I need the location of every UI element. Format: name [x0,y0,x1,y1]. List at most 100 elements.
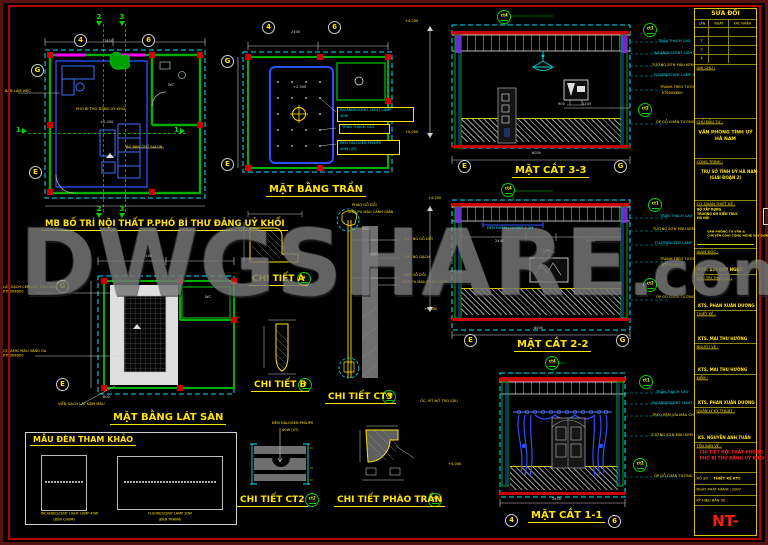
s33-wainscot-hatch [461,118,621,142]
s33-grid-G: G [614,160,627,173]
grid-bubble-6: 6 [142,34,155,47]
grid-bubble-E: E [29,166,42,179]
ct2-lamp-label-1: ĐÈN HALOGEN PHILIPS [272,421,314,426]
institute-logo: ✦ [763,208,768,225]
revision-columns: LẦN NGÀY XÁC NHẬN [695,19,756,27]
lamp-image-1-caption-line [45,481,83,483]
s33-elev-bottom: +0.000 [405,130,419,135]
role-director: GIÁM ĐỐC : KTS. BÙI QUÝ NGỌC [695,249,756,275]
lamp-caption-2: FLUORESCENT LAMP 20W (ĐÈN TRANH) [148,512,192,523]
revision-row-3: 3 [695,45,756,54]
s33-callout-5: TRANH TREO TƯỜNG [660,85,699,90]
revision-row-4: 4 [695,54,756,63]
s22-callout-1: TRẦN THẠCH CAO [660,214,693,219]
sheet-code-label-section: KÝ HIỆU BẢN VẼ : [695,496,756,506]
s22-dim-2440a: 2440 [495,239,505,244]
s22-lamp-label: ĐÈN HUỲNH QUANG 1.2M [487,226,534,231]
ct3-side-label-2: TƯỜNG GẠCH [404,255,430,260]
detail-a-linework [243,211,303,263]
lamp-box-title: MẪU ĐÈN THAM KHẢO [30,435,137,446]
director-label: GIÁM ĐỐC : [696,249,719,255]
role-tech-manager: QUẢN LÝ KỸ THUẬT : KS. NGUYỄN ANH TUẤN [695,408,756,443]
s22-detail-bubble-ct1: ct1 [648,198,662,212]
detail-ct2-title: CHI TIẾT CT2 [237,495,308,507]
floor-wc-label: WC [205,295,212,300]
ceiling-grid-E: E [221,158,234,171]
design-org-label: CƠ QUAN THIẾT KẾ : [696,201,736,207]
dossier-label: HỒ SƠ : THIẾT KẾ KTC [696,476,741,481]
detail-ct3-bubble: ct3 [382,390,396,404]
s22-detail-bubble-ct2: ct2 [643,278,657,292]
s11-linework [499,362,673,507]
role-lead-designer: CHỦ TRÌ THIẾT KẾ : KTS. PHAN XUÂN DƯƠNG [695,275,756,311]
detail-b-bubble: b [298,378,312,392]
s33-grid-E: E [458,160,471,173]
detail-phao-title: CHI TIẾT PHÀO TRẦN [334,495,445,507]
ceiling-level: +2.500 [293,85,307,90]
section-flag-2-top: 2 [96,14,102,26]
s33-detail-bubble-ct1: ct1 [643,23,657,37]
checker-label: KIỂM : [696,375,709,381]
ct3-side-label-1: TƯỜNG GỖ DỔI [404,237,433,242]
s33-detail-bubble-ct2: ct2 [638,103,652,117]
designer-name: KTS. MAI THU HƯỜNG [698,336,748,342]
s33-dim-6000: 6000 [532,151,542,156]
ceiling-callout-tran: TRẦN THẠCH CAO [339,124,391,134]
sheet-border [8,5,761,540]
s11-callout-1: TRẦN THẠCH CAO [656,390,689,395]
ct3-elev-top: +4.200 [428,196,442,201]
room-label: PHÓ BÍ THƯ ĐẢNG UỶ KHỐI [76,107,126,112]
rev-col-xacnhan: XÁC NHẬN [733,21,752,26]
ct3-top-label-1: PHÀO GỖ DỔI [352,203,377,208]
designer-label: THIẾT KẾ : [696,311,716,317]
s22-detail-bubble-top: ct4 [501,183,515,197]
s11-title: MẶT CẮT 1-1 [528,510,606,523]
design-office-lines: VĂN PHÒNG TƯ VẤN &CHUYỂN GIAO CÔNG NGHỆ … [707,230,768,238]
s11-callout-3: TREO RÈM VẢI MÀU CHE SÁNG [652,413,708,418]
role-designer: THIẾT KẾ : KTS. MAI THU HƯỜNG [695,311,756,344]
ct3-side-label-4: SƠN PU MÀU CÁNH GIÁN [402,280,448,285]
investor-label: CHỦ ĐẦU TƯ : [696,119,724,125]
project-label: CÔNG TRÌNH : [696,159,724,165]
revision-row-blank [695,27,756,36]
s11-grid-4: 4 [505,514,518,527]
detail-a-title: CHI TIẾT A [249,274,308,286]
drafter-name: KTS. MAI THU HƯỜNG [698,367,748,373]
tech-manager-label: QUẢN LÝ KỸ THUẬT : [696,408,735,414]
plan-wc-label: WC [168,83,175,88]
ct3-side-label-3: NẸP GỖ DỔI [404,273,426,278]
lamp-image-1 [41,455,87,511]
s22-grid-E: E [464,334,477,347]
grid-bubble-G: G [31,64,44,77]
rev-col-lan: LẦN [698,21,705,26]
ceiling-dim-top: 2400 [291,30,301,35]
s11-callout-5: ỐP GỖ CHÂN TƯỜNG [654,474,693,479]
detail-phao-linework [359,425,415,481]
detail-ct2-bubble: ct2 [305,493,319,507]
s11-callout-2: INCANDESCENT LIGHT LAMP 40W [652,401,713,406]
s22-grid-G: G [616,334,629,347]
floor-linework [35,257,237,406]
s11-detail-bubble-top: ct4 [545,356,559,370]
checker-name: KTS. PHAN XUÂN DƯƠNG [698,400,755,406]
role-checker: KIỂM : KTS. PHAN XUÂN DƯƠNG [695,375,756,408]
plan-linework [18,38,206,207]
detail-b-linework [263,319,296,375]
s33-callout-4: FLUORESCENT LAMP 20W [654,73,701,78]
section-line-2 [103,24,104,212]
s33-elev-chain [427,26,433,138]
director-name: KTS. BÙI QUÝ NGỌC [698,267,743,273]
s22-callout-4: TRANH TREO TƯỜNG [660,257,699,262]
s22-dim-6000: 6000 [534,326,544,331]
s22-callout-3: FLUORESCENT LAMP 20W [655,241,702,246]
tech-manager-name: KS. NGUYỄN ANH TUẤN [698,435,751,441]
rev-col-ngay: NGÀY [713,21,724,26]
